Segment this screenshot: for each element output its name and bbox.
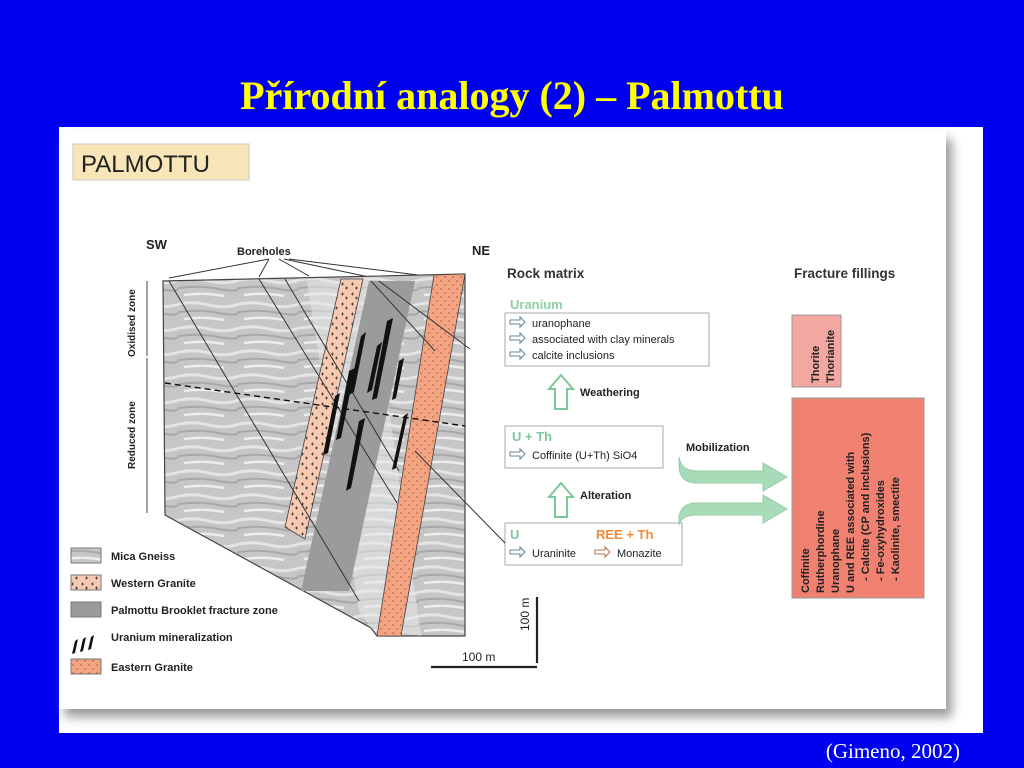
alteration-arrow (546, 481, 576, 518)
figure-panel: PALMOTTU SW NE Boreholes (59, 127, 983, 733)
legend-label-western-granite: Western Granite (111, 578, 196, 590)
oxidation-front (164, 382, 466, 427)
fracture-fe-oxyhydroxides: - Fe-oxyhydroxides (875, 480, 887, 581)
uranium-item-calcite: calcite inclusions (532, 350, 615, 362)
legend-swatch-western-granite (70, 574, 102, 591)
fracture-calcite: - Calcite (CP and inclusions) (860, 432, 872, 581)
uranium-mineralization (323, 318, 408, 491)
mobilization-arrow-upper (678, 456, 788, 492)
rock-matrix-title: Rock matrix (507, 266, 585, 281)
monazite-arrow (594, 545, 611, 559)
u-th-item-coffinite: Coffinite (U+Th) SiO4 (532, 450, 637, 462)
u-th-item-arrow (509, 447, 526, 461)
legend-swatch-uranium (72, 635, 94, 654)
borehole-leaders (168, 258, 435, 279)
figure-card: PALMOTTU SW NE Boreholes (59, 131, 946, 709)
borehole-traces (168, 278, 471, 602)
u-ree-box (504, 522, 683, 566)
legend-swatch-eastern-granite (70, 658, 102, 675)
compass-sw: SW (146, 237, 168, 252)
palmottu-diagram: PALMOTTU SW NE Boreholes (70, 143, 925, 675)
legend-swatch-mica-gneiss (70, 547, 102, 564)
fracture-u-ree: U and REE associated with (845, 452, 857, 593)
uraninite-arrow (509, 545, 526, 559)
u-box-title: U (510, 527, 519, 542)
western-granite-band (284, 278, 364, 540)
compass-ne: NE (472, 243, 490, 258)
ree-box-title: REE + Th (596, 527, 653, 542)
fracture-rutherphordine: Rutherphordine (815, 511, 827, 594)
legend-label-eastern-granite: Eastern Granite (111, 662, 193, 674)
u-th-box-title: U + Th (512, 429, 552, 444)
horizontal-scale-label: 100 m (462, 650, 495, 664)
legend-swatch-fracture-zone (70, 601, 102, 618)
uranium-box (504, 312, 710, 367)
legend-label-mica-gneiss: Mica Gneiss (111, 551, 175, 563)
mobilization-arrow-lower (678, 494, 788, 526)
reduced-zone-label: Reduced zone (127, 401, 138, 469)
legend: Mica Gneiss Western Granite Palmottu Bro… (70, 547, 278, 675)
vertical-scale-label: 100 m (518, 598, 532, 631)
diagram-heading: PALMOTTU (81, 151, 210, 178)
uraninite-item: Uraninite (532, 548, 576, 560)
weathering-label: Weathering (580, 387, 640, 399)
u-th-box (504, 425, 664, 469)
legend-label-fracture-zone: Palmottu Brooklet fracture zone (111, 605, 278, 617)
fracture-box-uranium-text: Coffinite Rutherphordine Uranophane U an… (800, 432, 902, 593)
fracture-uranophane: Uranophane (830, 529, 842, 593)
citation: (Gimeno, 2002) (825, 739, 960, 763)
boreholes-label: Boreholes (237, 246, 291, 258)
legend-label-uranium: Uranium mineralization (111, 632, 233, 644)
fracture-thorite: Thorite (810, 346, 822, 383)
fracture-box-thorium (791, 314, 842, 388)
fracture-kaolinite: - Kaolinite, smectite (890, 477, 902, 581)
uranium-item-clay: associated with clay minerals (532, 334, 675, 346)
slide-title: Přírodní analogy (2) – Palmottu (240, 73, 784, 118)
connector-line (414, 450, 506, 544)
monazite-item: Monazite (617, 548, 662, 560)
eastern-granite-band (376, 273, 466, 637)
fracture-fillings-title: Fracture fillings (794, 266, 895, 281)
oxidised-zone-label: Oxidised zone (127, 289, 138, 357)
heading-box (72, 143, 250, 181)
weathering-arrow (546, 373, 576, 410)
uranium-box-title: Uranium (510, 297, 563, 312)
alteration-label: Alteration (580, 490, 632, 502)
uranium-item-uranophane: uranophane (532, 318, 591, 330)
mobilization-label: Mobilization (686, 442, 750, 454)
fracture-thorianite: Thorianite (825, 330, 837, 383)
fracture-box-uranium (791, 397, 925, 599)
fracture-coffinite: Coffinite (800, 548, 812, 593)
uranium-box-arrows (509, 315, 526, 361)
